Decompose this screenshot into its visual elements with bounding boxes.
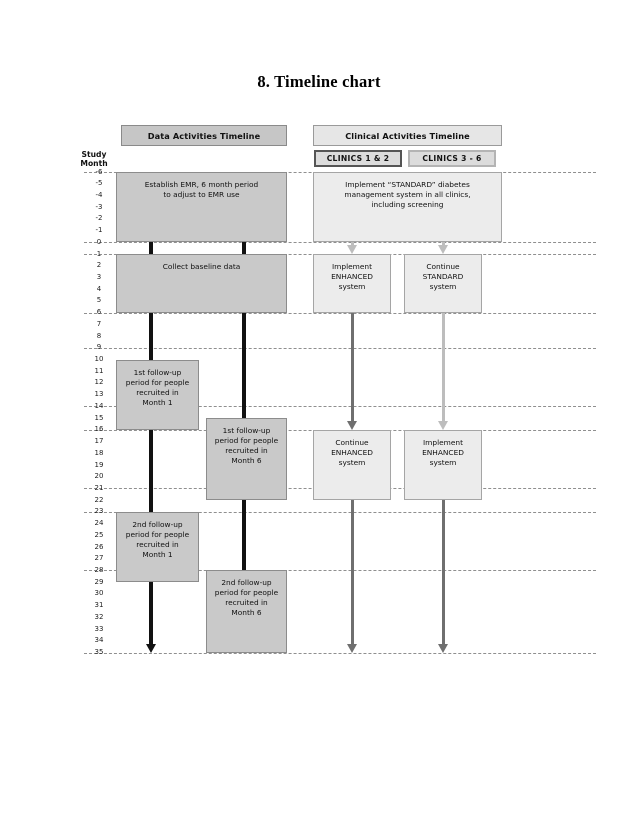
gridline-month-35: [84, 652, 596, 654]
month-tick-29: 29: [94, 577, 104, 586]
page-title: 8. Timeline chart: [257, 72, 381, 91]
month-tick-21: 21: [94, 483, 104, 492]
month-tick-8: 8: [96, 331, 102, 340]
month-tick-32: 32: [94, 612, 104, 621]
node-second-followup-month-6: 2nd follow-up period for people recruite…: [206, 570, 287, 653]
node-continue-standard-3-6: Continue STANDARD system: [404, 254, 482, 313]
gridline-month-9: [84, 347, 596, 349]
month-tick--6: -6: [95, 167, 103, 176]
node-label: 1st follow-up period for people recruite…: [214, 426, 279, 466]
node-establish-emr: Establish EMR, 6 month period to adjust …: [116, 172, 287, 243]
connector-implement-enhanced-3-6-tail: [441, 500, 445, 644]
axis-title-line2: Month: [80, 159, 108, 168]
node-label: Implement ENHANCED system: [331, 262, 373, 292]
arrowhead-enhanced-1-2-to-continue: [347, 420, 357, 430]
month-tick--3: -3: [95, 202, 103, 211]
badge-clinics-3-6: CLINICS 3 - 6: [408, 150, 496, 167]
month-tick-2: 2: [96, 261, 102, 270]
month-tick-10: 10: [94, 355, 104, 364]
arrowhead-standard-3-6-to-enhanced: [438, 420, 448, 430]
node-label: 2nd follow-up period for people recruite…: [125, 519, 190, 559]
gridline-month-14: [84, 406, 596, 408]
gridline-month-23: [84, 511, 596, 513]
month-tick--5: -5: [95, 179, 103, 188]
month-tick-27: 27: [94, 554, 104, 563]
gridline-month-28: [84, 570, 596, 572]
month-tick-35: 35: [94, 648, 104, 657]
month-tick-20: 20: [94, 472, 104, 481]
month-tick-12: 12: [94, 378, 104, 387]
node-label: Continue STANDARD system: [422, 262, 464, 292]
month-tick-25: 25: [94, 530, 104, 539]
node-first-followup-month-6: 1st follow-up period for people recruite…: [206, 418, 287, 501]
month-tick-1: 1: [96, 249, 102, 258]
gridline-month-0: [84, 242, 596, 244]
month-tick--2: -2: [95, 214, 103, 223]
axis-title: Study Month: [74, 150, 114, 168]
node-first-followup-month-1: 1st follow-up period for people recruite…: [116, 359, 199, 430]
month-tick-0: 0: [96, 237, 102, 246]
month-tick-28: 28: [94, 565, 104, 574]
month-tick-7: 7: [96, 319, 102, 328]
month-tick--4: -4: [95, 190, 103, 199]
node-second-followup-month-1: 2nd follow-up period for people recruite…: [116, 511, 199, 583]
month-tick-18: 18: [94, 448, 104, 457]
arrowhead-continue-enhanced-1-2-tail: [347, 643, 357, 653]
node-implement-enhanced-3-6: Implement ENHANCED system: [404, 429, 482, 501]
month-tick--1: -1: [95, 226, 103, 235]
month-tick-23: 23: [94, 507, 104, 516]
node-label: 2nd follow-up period for people recruite…: [214, 578, 279, 618]
node-label: Implement ENHANCED system: [422, 437, 464, 467]
arrowhead-standard-to-standard-3-6: [438, 245, 448, 255]
month-tick-34: 34: [94, 636, 104, 645]
gridline-month-6: [84, 312, 596, 314]
connector-standard-3-6-to-enhanced: [441, 312, 445, 421]
month-tick-31: 31: [94, 601, 104, 610]
node-label: Continue ENHANCED system: [331, 437, 373, 467]
month-tick-17: 17: [94, 437, 104, 446]
month-tick-26: 26: [94, 542, 104, 551]
node-implement-enhanced-1-2: Implement ENHANCED system: [313, 254, 391, 313]
node-collect-baseline-data: Collect baseline data: [116, 254, 287, 313]
arrowhead-standard-to-enhanced-1-2: [347, 245, 357, 255]
node-label: 1st follow-up period for people recruite…: [125, 367, 190, 407]
node-continue-enhanced-1-2: Continue ENHANCED system: [313, 429, 391, 501]
month-tick-14: 14: [94, 401, 104, 410]
node-label: Establish EMR, 6 month period to adjust …: [144, 180, 259, 199]
arrowhead-implement-enhanced-3-6-tail: [438, 643, 448, 653]
month-tick-15: 15: [94, 413, 104, 422]
column-header-data-activities: Data Activities Timeline: [121, 125, 287, 146]
connector-continue-enhanced-1-2-tail: [350, 500, 354, 644]
connector-standard-to-standard-3-6: [441, 242, 445, 246]
month-tick-22: 22: [94, 495, 104, 504]
month-tick-24: 24: [94, 519, 104, 528]
arrowhead-spine-month-1-recruits: [146, 643, 156, 653]
column-header-clinical-activities: Clinical Activities Timeline: [313, 125, 502, 146]
month-tick-9: 9: [96, 343, 102, 352]
month-tick-19: 19: [94, 460, 104, 469]
month-tick-4: 4: [96, 284, 102, 293]
month-tick-3: 3: [96, 272, 102, 281]
connector-standard-to-enhanced-1-2: [350, 242, 354, 246]
node-label: Collect baseline data: [162, 262, 241, 272]
axis-title-line1: Study: [81, 150, 107, 159]
month-tick-11: 11: [94, 366, 104, 375]
month-tick-16: 16: [94, 425, 104, 434]
connector-enhanced-1-2-to-continue: [350, 312, 354, 421]
node-implement-standard: Implement “STANDARD” diabetes management…: [313, 172, 502, 243]
badge-clinics-1-2: CLINICS 1 & 2: [314, 150, 402, 167]
month-tick-33: 33: [94, 624, 104, 633]
connector-spine-month-1-recruits: [149, 242, 153, 644]
node-label: Implement “STANDARD” diabetes management…: [344, 180, 471, 209]
month-tick-30: 30: [94, 589, 104, 598]
month-tick-13: 13: [94, 390, 104, 399]
month-tick-6: 6: [96, 308, 102, 317]
month-tick-5: 5: [96, 296, 102, 305]
